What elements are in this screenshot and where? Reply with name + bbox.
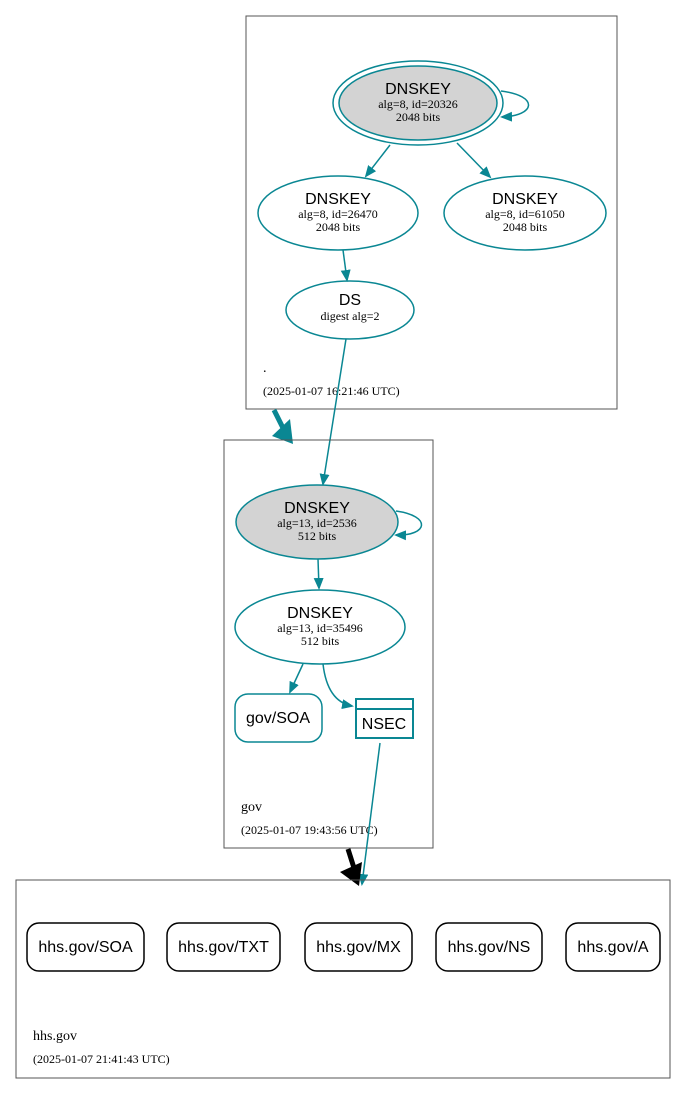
hhs-record-box [166,922,281,972]
zone-hhs-frame [15,879,671,1079]
node-root-ds-line1: digest alg=2 [320,309,379,323]
hhs-record-node[interactable]: hhs.gov/SOA [26,922,145,972]
node-root-ds-title: DS [339,292,361,309]
node-gov-zsk[interactable]: DNSKEY alg=13, id=35496 512 bits [234,589,406,665]
zone-gov-name: gov [241,800,262,815]
zone-root: . (2025-01-07 16:21:46 UTC) [245,15,618,410]
zone-gov-timestamp: (2025-01-07 19:43:56 UTC) [241,823,378,837]
edge-root-ds-to-gov-ksk [319,338,347,486]
edge-root-ksk-to-zsk1 [364,144,391,178]
node-root-zsk-26470[interactable]: DNSKEY alg=8, id=26470 2048 bits [257,175,419,251]
node-root-zsk2-line1: alg=8, id=61050 [485,207,565,221]
zone-hhs-name: hhs.gov [33,1029,77,1044]
hhs-record-list: hhs.gov/SOA hhs.gov/TXT hhs.gov/MX hhs.gov/… [26,922,661,972]
edge-gov-zsk-to-soa [289,663,304,694]
edge-gov-ksk-self [394,510,423,541]
node-gov-soa-label: gov/SOA [246,710,310,727]
hhs-record-label: hhs.gov/TXT [178,939,269,956]
hhs-record-node[interactable]: hhs.gov/A [565,922,661,972]
node-root-zsk1-title: DNSKEY [305,191,371,208]
edge-root-ksk-to-zsk2 [456,142,492,179]
node-root-zsk1-line2: 2048 bits [316,220,361,234]
node-root-zsk-61050[interactable]: DNSKEY alg=8, id=61050 2048 bits [443,175,607,251]
edge-gov-ksk-to-zsk [313,558,324,590]
node-root-ds[interactable]: DS digest alg=2 [285,280,415,340]
hhs-record-node[interactable]: hhs.gov/NS [435,922,543,972]
node-gov-ksk-line1: alg=13, id=2536 [277,516,357,530]
node-gov-zsk-line1: alg=13, id=35496 [277,621,363,635]
zone-root-timestamp: (2025-01-07 16:21:46 UTC) [263,384,400,398]
zone-hhs-timestamp: (2025-01-07 21:41:43 UTC) [33,1052,170,1066]
edge-root-zsk1-to-ds [340,249,351,282]
hhs-record-box [26,922,145,972]
hhs-record-label: hhs.gov/NS [448,939,531,956]
hhs-record-box [304,922,413,972]
zone-gov: gov (2025-01-07 19:43:56 UTC) [223,439,434,849]
hhs-record-label: hhs.gov/A [577,939,648,956]
node-gov-nsec-label: NSEC [362,716,406,733]
node-root-ksk-title: DNSKEY [385,81,451,98]
node-gov-soa[interactable]: gov/SOA [234,693,323,743]
zone-root-name: . [263,361,267,376]
zone-gov-frame [223,439,434,849]
edge-gov-nsec-to-hhs [358,742,381,886]
node-root-zsk1-line1: alg=8, id=26470 [298,207,378,221]
node-gov-ksk-title: DNSKEY [284,500,350,517]
node-root-ksk[interactable]: DNSKEY alg=8, id=20326 2048 bits [332,60,504,146]
node-root-zsk2-title: DNSKEY [492,191,558,208]
node-gov-nsec[interactable]: NSEC [355,698,414,739]
zone-root-frame [245,15,618,410]
hhs-record-box [565,922,661,972]
node-root-zsk2-line2: 2048 bits [503,220,548,234]
delegation-root-to-gov [271,408,293,444]
zone-hhs: hhs.gov (2025-01-07 21:41:43 UTC) [15,879,671,1079]
hhs-record-label: hhs.gov/SOA [38,939,133,956]
edge-gov-zsk-to-nsec [322,663,354,710]
hhs-record-label: hhs.gov/MX [316,939,401,956]
node-gov-ksk[interactable]: DNSKEY alg=13, id=2536 512 bits [235,484,399,560]
edge-root-ksk-self [500,90,530,122]
hhs-record-box [435,922,543,972]
node-gov-zsk-line2: 512 bits [301,634,340,648]
node-root-ksk-line1: alg=8, id=20326 [378,97,458,111]
hhs-record-node[interactable]: hhs.gov/MX [304,922,413,972]
node-gov-ksk-line2: 512 bits [298,529,337,543]
node-root-ksk-line2: 2048 bits [396,110,441,124]
hhs-record-node[interactable]: hhs.gov/TXT [166,922,281,972]
node-gov-zsk-title: DNSKEY [287,605,353,622]
